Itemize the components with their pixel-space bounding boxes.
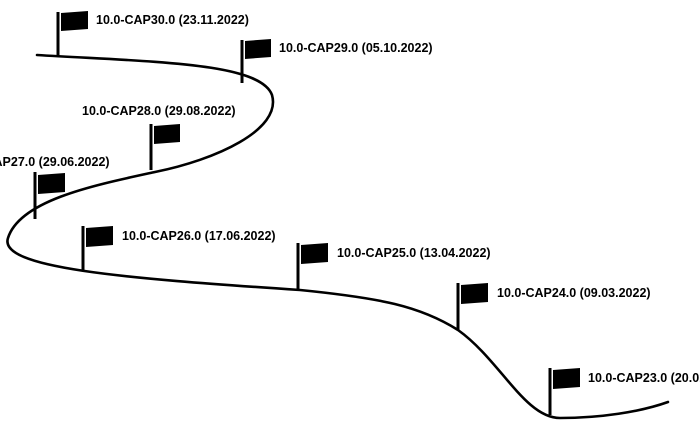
flag-icon [245, 39, 271, 59]
milestone-cap26: 10.0-CAP26.0 (17.06.2022) [81, 226, 276, 270]
flag-icon [154, 124, 180, 144]
flag-icon [86, 226, 113, 247]
milestone-label: 10.0-CAP27.0 (29.06.2022) [0, 155, 110, 169]
milestone-label: 10.0-CAP25.0 (13.04.2022) [337, 246, 491, 260]
milestone-cap30: 10.0-CAP30.0 (23.11.2022) [56, 11, 249, 57]
flag-icon [553, 368, 580, 389]
milestone-cap28: 10.0-CAP28.0 (29.08.2022) [82, 104, 236, 170]
flag-icon [301, 243, 328, 264]
milestone-cap25: 10.0-CAP25.0 (13.04.2022) [296, 243, 491, 290]
milestone-label: 10.0-CAP28.0 (29.08.2022) [82, 104, 236, 118]
milestone-label: 10.0-CAP26.0 (17.06.2022) [122, 229, 276, 243]
milestone-cap24: 10.0-CAP24.0 (09.03.2022) [456, 283, 651, 330]
milestone-cap23: 10.0-CAP23.0 (20.01.2022) [548, 368, 700, 415]
milestone-label: 10.0-CAP23.0 (20.01.2022) [588, 371, 700, 385]
milestone-label: 10.0-CAP29.0 (05.10.2022) [279, 41, 433, 55]
flag-icon [38, 173, 65, 194]
milestone-cap29: 10.0-CAP29.0 (05.10.2022) [240, 39, 433, 83]
flag-icon [461, 283, 488, 304]
milestone-label: 10.0-CAP30.0 (23.11.2022) [96, 13, 249, 27]
milestone-cap27: 10.0-CAP27.0 (29.06.2022) [0, 155, 110, 219]
roadmap-path [6, 53, 670, 420]
flag-icon [61, 11, 88, 31]
milestone-label: 10.0-CAP24.0 (09.03.2022) [497, 286, 651, 300]
